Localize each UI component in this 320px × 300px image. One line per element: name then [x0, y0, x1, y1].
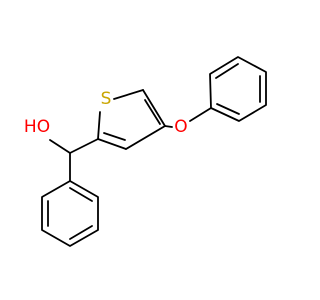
phenyl-ring: [41, 180, 99, 247]
bond-thiophene-c3-c2-inner: [103, 132, 126, 141]
bond-thiophene-s-c5: [113, 89, 144, 100]
bond-c-oh: [49, 139, 71, 154]
bond-thiophene-c4-c3: [125, 125, 166, 150]
bond-thiophene-c2-s: [97, 111, 101, 140]
phenoxy-ring-inner-1: [215, 63, 239, 79]
bond-ether-o-phenyl: [189, 107, 212, 122]
molecule-structure: HO S O: [24, 56, 267, 247]
bond-thiophene-c3-c2: [97, 138, 127, 150]
phenoxy-ring: [209, 56, 267, 122]
hydroxyl-label: HO: [24, 117, 50, 137]
bond-c4-ether-o: [164, 125, 173, 128]
phenoxy-ring-inner-3: [216, 103, 240, 115]
bond-thiophene-c5-c4: [142, 89, 166, 127]
phenyl-ring-inner-1: [69, 187, 93, 202]
phenyl-ring-inner-2: [69, 225, 93, 240]
bond-thiophene-c5-c4-inner: [144, 99, 161, 125]
ether-oxygen-label: O: [174, 117, 187, 137]
sulfur-label: S: [101, 89, 112, 109]
bond-c-thiophene: [69, 138, 99, 154]
molecule-canvas: HO S O: [23, 56, 267, 247]
